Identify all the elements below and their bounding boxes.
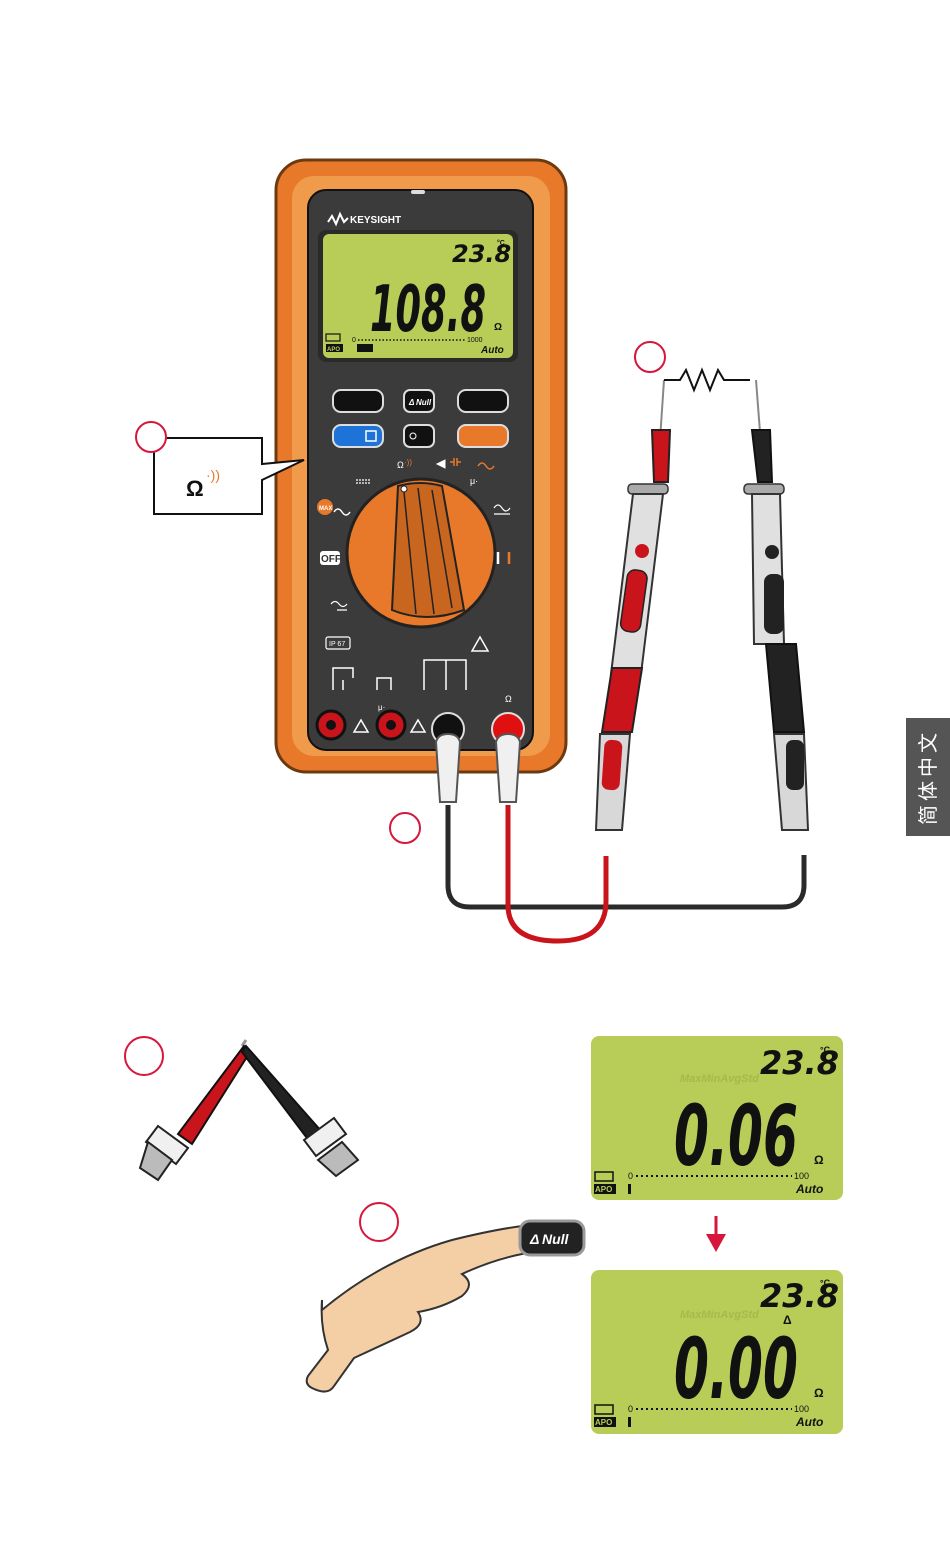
null-key-label: Null <box>416 398 432 407</box>
display1-range-mode: Auto <box>795 1182 823 1196</box>
black-plug <box>436 734 460 802</box>
lcd-scale-start: 0 <box>352 337 356 344</box>
display2-range-mode: Auto <box>795 1415 823 1429</box>
lcd-range-mode: Auto <box>480 345 504 356</box>
lcd-reading: 108.8 <box>370 273 486 347</box>
left-arrow-key[interactable] <box>333 390 383 412</box>
lcd-unit: Ω <box>494 322 502 333</box>
backlight-key[interactable] <box>404 425 434 447</box>
display1-temperature-unit: °C <box>820 1045 831 1055</box>
black-probe-sleeve <box>766 644 804 732</box>
red-probe-sleeve <box>602 668 642 732</box>
black-probe-dot <box>765 545 779 559</box>
dial-continuity-icon: ·)) <box>404 458 412 467</box>
display2-temperature-unit: °C <box>820 1278 831 1288</box>
orange-shift-key[interactable] <box>458 425 508 447</box>
amps-terminal-hole <box>326 720 336 730</box>
dial-ohm-label: Ω <box>397 460 404 470</box>
display2-unit: Ω <box>814 1386 824 1400</box>
null-key-symbol: Δ <box>408 398 415 407</box>
red-probe-dot <box>635 544 649 558</box>
meter-lcd: 23.8 °C 108.8 Ω 0 1000 Auto APO <box>318 230 518 362</box>
display1-apo: APO <box>595 1185 612 1194</box>
null-button-large-symbol: Δ <box>529 1231 539 1247</box>
display2-apo: APO <box>595 1418 612 1427</box>
black-probe-guard <box>744 484 784 494</box>
display2-reading: 0.00 <box>674 1320 798 1418</box>
black-probe-handle-grip <box>786 740 804 790</box>
step-marker-2 <box>635 342 665 372</box>
red-probe-handle-grip <box>601 739 622 790</box>
shorted-probes <box>140 1040 358 1180</box>
red-probe-guard <box>628 484 668 494</box>
resistor-icon <box>664 370 750 390</box>
dial-mu-label: μ· <box>470 476 478 486</box>
knob-pointer <box>401 486 407 492</box>
shorted-black-probe <box>242 1046 322 1142</box>
display2-scale-end: 100 <box>794 1404 809 1414</box>
step-marker-5 <box>360 1203 398 1241</box>
microamps-terminal-hole <box>386 720 396 730</box>
red-cable <box>508 805 606 941</box>
display1-scale-start: 0 <box>628 1171 633 1181</box>
black-probe-grip <box>764 574 784 634</box>
display1-reading: 0.06 <box>674 1087 798 1185</box>
callout-continuity-icon: ·)) <box>206 467 220 483</box>
red-probe-cap <box>652 430 670 482</box>
shorted-red-probe <box>178 1046 250 1144</box>
rotary-switch[interactable] <box>347 479 495 627</box>
multimeter: KEYSIGHT 23.8 °C 108.8 Ω 0 1000 Auto APO… <box>276 160 566 802</box>
terminal-ohm-label: Ω <box>505 694 512 704</box>
transition-arrow-icon <box>706 1234 726 1252</box>
null-button-large-label: Null <box>542 1231 570 1247</box>
black-cable <box>448 805 804 907</box>
lcd-temperature-unit: °C <box>497 239 505 247</box>
brand-label: KEYSIGHT <box>350 215 401 226</box>
display1-scale-end: 100 <box>794 1171 809 1181</box>
black-probe-tip <box>756 380 760 432</box>
black-probe <box>744 380 808 830</box>
display-before-null: MaxMinAvgStd 23.8 °C 0.06 Ω 0 100 Auto A… <box>591 1036 843 1200</box>
max-badge-label: MAX <box>319 506 332 512</box>
black-probe-cap <box>752 430 772 482</box>
terminal-mu-label: μ· <box>378 703 385 712</box>
display2-bargraph <box>628 1417 631 1427</box>
display2-scale-start: 0 <box>628 1404 633 1414</box>
step-marker-4 <box>125 1037 163 1075</box>
display1-unit: Ω <box>814 1153 824 1167</box>
display1-ghost-text: MaxMinAvgStd <box>680 1073 759 1085</box>
red-plug <box>496 734 520 802</box>
lcd-bargraph <box>357 344 373 352</box>
finger-pressing-null: Δ Null <box>307 1221 584 1392</box>
display-after-null: MaxMinAvgStd 23.8 °C Δ 0.00 Ω 0 100 Auto… <box>591 1270 843 1434</box>
hand-illustration <box>307 1226 536 1392</box>
ip-rating-label: IP 67 <box>329 641 345 648</box>
lcd-scale-end: 1000 <box>467 337 483 344</box>
right-arrow-key[interactable] <box>458 390 508 412</box>
display1-bargraph <box>628 1184 631 1194</box>
step-marker-1 <box>136 422 166 452</box>
step-marker-3 <box>390 813 420 843</box>
meter-notch <box>411 190 425 194</box>
callout-ohm-symbol: Ω <box>186 476 204 501</box>
lcd-apo: APO <box>327 347 340 353</box>
red-probe <box>596 380 670 830</box>
off-label: OFF <box>321 554 341 565</box>
